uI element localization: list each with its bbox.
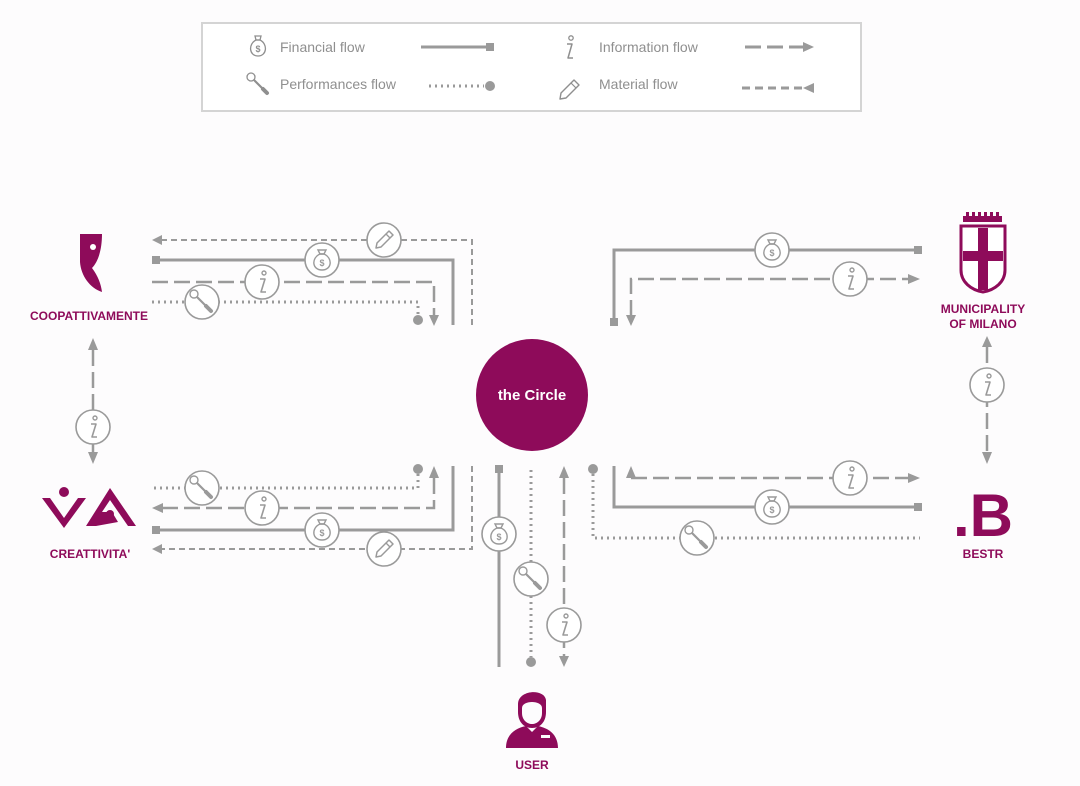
user-node: USER [506,692,558,772]
user-label: USER [515,758,549,772]
legend: Financial flow Performances flow Informa… [201,22,862,112]
bestr-logo: .B [953,482,1013,549]
money-bag-icon [754,489,790,525]
pencil-icon [366,531,402,567]
information-flow-bestr-arrow-up [626,466,636,478]
info-icon [969,367,1005,403]
coopattivamente-logo [80,234,102,292]
financial-flow-muni-end [914,246,922,254]
center-node: the Circle [476,339,588,451]
information-flow-coop-crea-arrow-down [88,452,98,464]
info-icon [75,409,111,445]
information-flow-coop-arrow [429,315,439,326]
performances-flow-crea [152,474,420,490]
legend-performances-label: Performances flow [280,76,397,92]
financial-flow-muni [612,248,914,320]
information-flow-muni-arrow-down [626,315,636,326]
legend-information-label: Information flow [599,39,699,55]
performances-flow-bestr [591,474,920,540]
bestr-label: BESTR [963,547,1004,561]
information-flow-muni-arrow-right [908,274,920,284]
wrench-icon [183,283,221,321]
legend-material-label: Material flow [599,76,678,92]
information-flow-muni [629,277,908,316]
legend-financial-label: Financial flow [280,39,366,55]
performances-flow-user-end [526,657,536,667]
municipality-node: MUNICIPALITY OF MILANO [941,212,1025,331]
wrench-icon [183,469,221,507]
circle-shape [476,339,588,451]
performances-flow-coop-end [413,315,423,325]
information-flow-crea-arrow-left [152,503,163,513]
info-icon [832,261,868,297]
information-flow-muni-bestr-arrow-down [982,452,992,464]
financial-flow-bestr-end [914,503,922,511]
legend-box [201,22,862,112]
information-flow-user-arrow-down [559,656,569,667]
material-flow-crea-arrow [152,544,162,554]
creattivita-logo-a [86,488,136,526]
info-icon [832,460,868,496]
pencil-icon [366,222,402,258]
information-flow-user-arrow-up [559,466,569,478]
municipality-label-line1: MUNICIPALITY [941,302,1025,316]
legend-information-line [745,42,814,52]
coopattivamente-logo-eye [90,244,96,250]
material-flow-crea [162,466,473,550]
bestr-node: .B BESTR [953,482,1013,561]
municipality-label-line2: OF MILANO [949,317,1016,331]
financial-flow-crea [156,466,455,532]
legend-financial-line [421,43,494,51]
material-flow-coop-arrow [152,235,162,245]
info-icon [244,264,280,300]
financial-flow-crea-end [152,526,160,534]
wrench-icon [678,519,716,557]
financial-flow-bestr [612,466,914,509]
information-flow-muni-bestr-arrow-up [982,336,992,347]
information-flow-bestr-arrow-right [908,473,920,483]
financial-flow-user-end [495,465,503,473]
money-bag-icon [304,512,340,548]
info-icon [546,607,582,643]
creattivita-label: CREATTIVITA' [50,547,131,561]
money-bag-icon [481,516,517,552]
flow-lines [88,235,992,667]
legend-performances-line [429,81,495,91]
info-icon [244,490,280,526]
information-flow-crea-arrow-up [429,466,439,478]
coopattivamente-node: COOPATTIVAMENTE [30,234,148,323]
legend-material-line [742,83,814,93]
creattivita-logo-v [42,498,86,528]
money-bag-icon [304,242,340,278]
performances-flow-coop [152,300,420,316]
money-bag-icon [754,232,790,268]
financial-flow-coop [156,258,455,325]
information-flow-coop-crea-arrow-up [88,338,98,350]
performances-flow-bestr-end [588,464,598,474]
material-flow-coop [162,239,473,325]
creattivita-node: CREATTIVITA' [42,487,136,561]
center-label: the Circle [498,387,566,404]
coopattivamente-label: COOPATTIVAMENTE [30,309,148,323]
financial-flow-coop-end [152,256,160,264]
municipality-crown [963,212,1002,222]
performances-flow-crea-end [413,464,423,474]
wrench-icon [512,560,550,598]
financial-flow-muni-start [610,318,618,326]
user-avatar-icon [506,692,558,748]
